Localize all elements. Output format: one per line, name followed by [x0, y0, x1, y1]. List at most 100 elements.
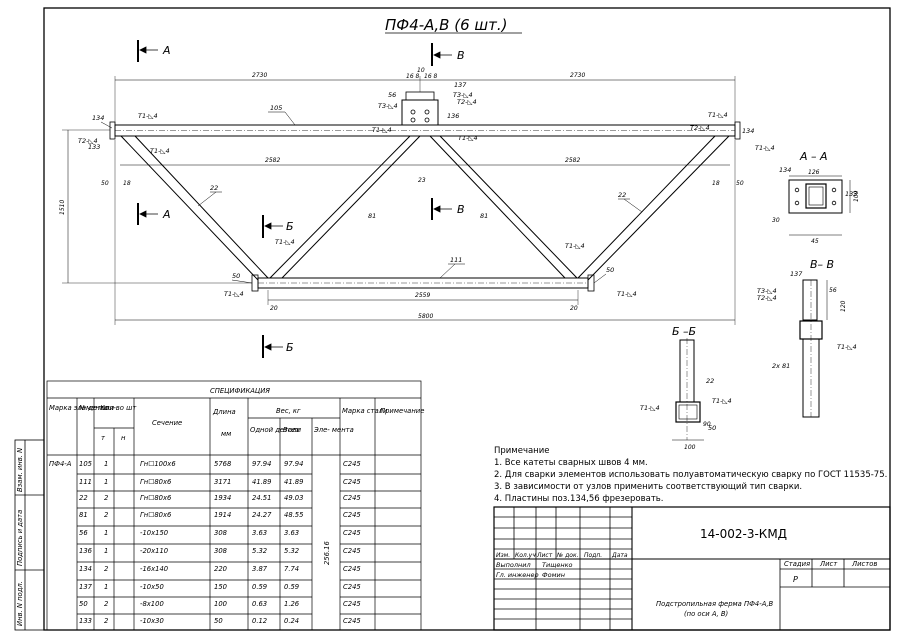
dim-top-inner-right: 2582 [565, 157, 580, 164]
spec-cell-len: 3171 [214, 478, 231, 486]
side-label-replaced: Взам. инв. N [16, 448, 24, 492]
stamp-r2-role: Гл. инженер [496, 571, 539, 579]
section-mark-b-bottom: Б [262, 335, 294, 358]
spec-cell-w1: 97.94 [252, 460, 271, 468]
spec-cell-q: 2 [104, 494, 108, 502]
weld-t1-5: Т1-◺4 [372, 126, 392, 134]
dim-bottom-small-right: 20 [570, 305, 578, 312]
weld-t3-1: Т3-◺4 [378, 102, 398, 110]
note-3: 3. В зависимости от узлов применить соот… [494, 482, 802, 492]
spec-cell-pos: 50 [79, 600, 88, 608]
spec-cell-w1: 0.12 [252, 617, 267, 625]
spec-cell-section: -10х150 [140, 529, 168, 537]
spec-cell-steel: С245 [343, 494, 361, 502]
stamp-h-date: Дата [611, 552, 628, 559]
spec-col-pos: № детали [78, 404, 115, 412]
title-block [493, 506, 891, 631]
dim-bottom-small-left: 20 [270, 305, 278, 312]
svg-text:Б: Б [286, 341, 294, 354]
spec-col-note: Примечание [380, 407, 424, 415]
spec-cell-steel: С245 [343, 565, 361, 573]
spec-cell-len: 50 [214, 617, 223, 625]
dim-left-offset: 50 [101, 180, 109, 187]
pos-81-right: 81 [480, 212, 488, 220]
spec-cell-wa: 0.59 [284, 583, 299, 591]
spec-cell-w1: 3.87 [252, 565, 268, 573]
spec-cell-len: 308 [214, 529, 228, 537]
spec-col-length-unit: мм [221, 430, 231, 438]
spec-cell-section: Гн☐80х6 [140, 494, 172, 502]
spec-cell-q: 2 [104, 565, 108, 573]
note-2: 2. Для сварки элементов использовать пол… [494, 470, 887, 480]
spec-cell-wa: 41.89 [284, 478, 303, 486]
spec-cell-steel: С245 [343, 511, 361, 519]
spec-cell-section: -16х140 [140, 565, 168, 573]
spec-cell-pos: 137 [79, 583, 93, 591]
spec-cell-wa: 0.24 [284, 617, 299, 625]
vv-dim-h: 120 [840, 300, 847, 312]
spec-cell-pos: 56 [79, 529, 88, 537]
dim-top-inner-left: 2582 [265, 157, 280, 164]
spec-cell-pos: 105 [79, 460, 92, 468]
spec-cell-wa: 1.26 [284, 600, 300, 608]
spec-cell-pos: 133 [79, 617, 92, 625]
svg-text:В: В [457, 49, 465, 62]
aa-dim-h: 100 [853, 190, 860, 202]
dim-bottom-inner: 2559 [415, 292, 430, 299]
svg-text:В: В [457, 203, 465, 216]
pos-105: 105 [270, 104, 282, 112]
note-1: 1. Все катеты сварных швов 4 мм. [494, 458, 648, 468]
section-bb [672, 338, 704, 441]
spec-cell-section: -20х110 [140, 547, 168, 555]
spec-cell-len: 1914 [214, 511, 231, 519]
spec-element-weight: 256.16 [323, 541, 331, 565]
dim-node-top3: 16 8 [424, 73, 438, 80]
dim-node-top2: 10 [417, 67, 425, 74]
svg-text:А: А [162, 208, 171, 221]
vv-weld-t2: Т2-◺4 [757, 294, 777, 302]
spec-cell-pos: 136 [79, 547, 93, 555]
side-strip [14, 439, 45, 631]
spec-col-length: Длина [212, 408, 236, 416]
stamp-name-2: (по оси А, В) [684, 610, 728, 618]
dim-center-small: 23 [418, 177, 426, 184]
spec-cell-q: 2 [104, 600, 108, 608]
vv-pos-81x2: 2х 81 [772, 362, 790, 370]
dim-total: 5800 [418, 313, 433, 320]
spec-cell-wa: 7.74 [284, 565, 299, 573]
weld-t1-4: Т1-◺4 [755, 144, 775, 152]
spec-cell-steel: С245 [343, 583, 361, 591]
stamp-list-h: Лист [819, 560, 838, 568]
pos-22-right: 22 [618, 191, 626, 199]
sheet-frame [43, 7, 891, 631]
bb-dim-w: 90 [703, 421, 711, 428]
spec-cell-steel: С245 [343, 617, 361, 625]
pos-137: 137 [454, 81, 467, 89]
spec-cell-pos: 22 [79, 494, 88, 502]
stamp-r1-role: Выполнил [496, 561, 531, 569]
section-vv [799, 279, 828, 418]
dim-right-small: 18 [712, 180, 720, 187]
dim-half-span-left: 2730 [252, 72, 267, 79]
pos-50-right: 50 [606, 266, 614, 274]
section-mark-v-top: В [431, 43, 465, 66]
stamp-h-podp: Подп. [584, 552, 602, 559]
truss-elevation [62, 76, 741, 325]
aa-dim-b: 45 [811, 238, 819, 245]
spec-cell-steel: С245 [343, 529, 361, 537]
pos-111: 111 [450, 256, 462, 264]
stamp-lists-h: Листов [851, 560, 877, 568]
spec-cell-len: 1934 [214, 494, 231, 502]
svg-text:Б: Б [286, 220, 294, 233]
spec-cell-wa: 49.03 [284, 494, 303, 502]
drawing-title: ПФ4-А,В (6 шт.) [385, 16, 507, 34]
spec-cell-steel: С245 [343, 547, 361, 555]
side-label-inventory: Инв. N подл. [16, 581, 24, 626]
spec-cell-q: 2 [104, 511, 108, 519]
vv-pos-137: 137 [790, 270, 803, 278]
spec-cell-q: 1 [104, 583, 108, 591]
spec-col-weight: Вес, кг [276, 407, 301, 415]
weld-t2-1: Т2-◺4 [78, 137, 98, 145]
weld-t2-2: Т2-◺4 [457, 98, 477, 106]
